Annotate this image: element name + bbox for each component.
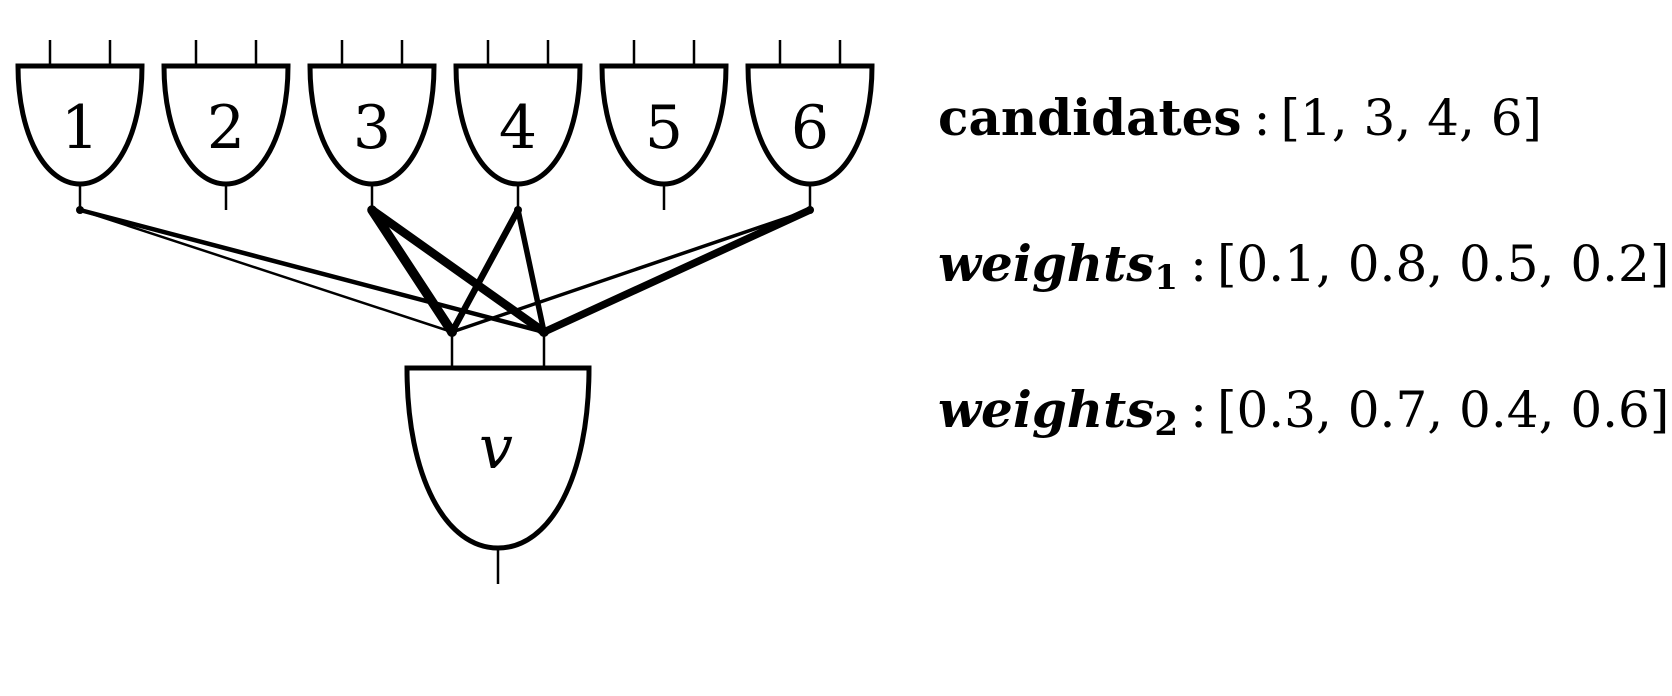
- wire-6-to-input-2: [540, 206, 814, 336]
- separator: :: [1253, 89, 1271, 147]
- weights2-line: weights2:[0.3, 0.7, 0.4, 0.6]: [938, 380, 1669, 454]
- wire-3-to-input-1: [367, 205, 457, 337]
- separator: :: [1190, 235, 1207, 293]
- gate-4: 4: [453, 40, 583, 210]
- gate-label: 6: [791, 93, 829, 163]
- candidate-gates: 1 2 3 4 5 6: [15, 40, 875, 210]
- gate-2: 2: [161, 40, 291, 210]
- weights2-subscript: 2: [1154, 404, 1179, 444]
- separator: :: [1190, 381, 1207, 439]
- gate-3: 3: [307, 40, 437, 210]
- wire-1-to-input-2: [77, 207, 547, 335]
- candidates-line: candidates:[1, 3, 4, 6]: [938, 88, 1542, 148]
- output-gate-body: [404, 365, 592, 551]
- gate-body: [307, 63, 437, 187]
- weights2-value: [0.3, 0.7, 0.4, 0.6]: [1216, 381, 1670, 439]
- gate-label: 2: [207, 93, 245, 163]
- output-gate: v: [404, 332, 592, 584]
- weights2-key-text: weights: [938, 380, 1155, 439]
- gate-body: [599, 63, 729, 187]
- candidates-value: [1, 3, 4, 6]: [1280, 89, 1543, 147]
- gate-5: 5: [599, 40, 729, 210]
- weights2-key: weights2: [938, 380, 1178, 444]
- wire-4-to-input-1: [448, 206, 522, 336]
- wire-4-to-input-2: [515, 207, 547, 335]
- gate-6: 6: [745, 40, 875, 210]
- weights1-key-text: weights: [938, 234, 1155, 293]
- candidates-key: candidates: [938, 88, 1242, 147]
- gate-label: 1: [61, 93, 99, 163]
- output-gate-label: v: [479, 413, 513, 483]
- gate-body: [453, 63, 583, 187]
- gate-1: 1: [15, 40, 145, 210]
- gate-body: [161, 63, 291, 187]
- gate-label: 3: [353, 93, 391, 163]
- gate-body: [15, 63, 145, 187]
- gate-label: 4: [499, 93, 537, 163]
- weights1-key: weights1: [938, 234, 1178, 298]
- wire-6-to-input-1: [450, 208, 812, 334]
- weighted-wires: [76, 205, 814, 337]
- wire-1-to-input-1: [78, 208, 454, 334]
- weights1-line: weights1:[0.1, 0.8, 0.5, 0.2]: [938, 234, 1669, 308]
- gate-body: [745, 63, 875, 187]
- weights1-value: [0.1, 0.8, 0.5, 0.2]: [1216, 235, 1670, 293]
- gate-label: 5: [645, 93, 683, 163]
- weights1-subscript: 1: [1154, 258, 1179, 298]
